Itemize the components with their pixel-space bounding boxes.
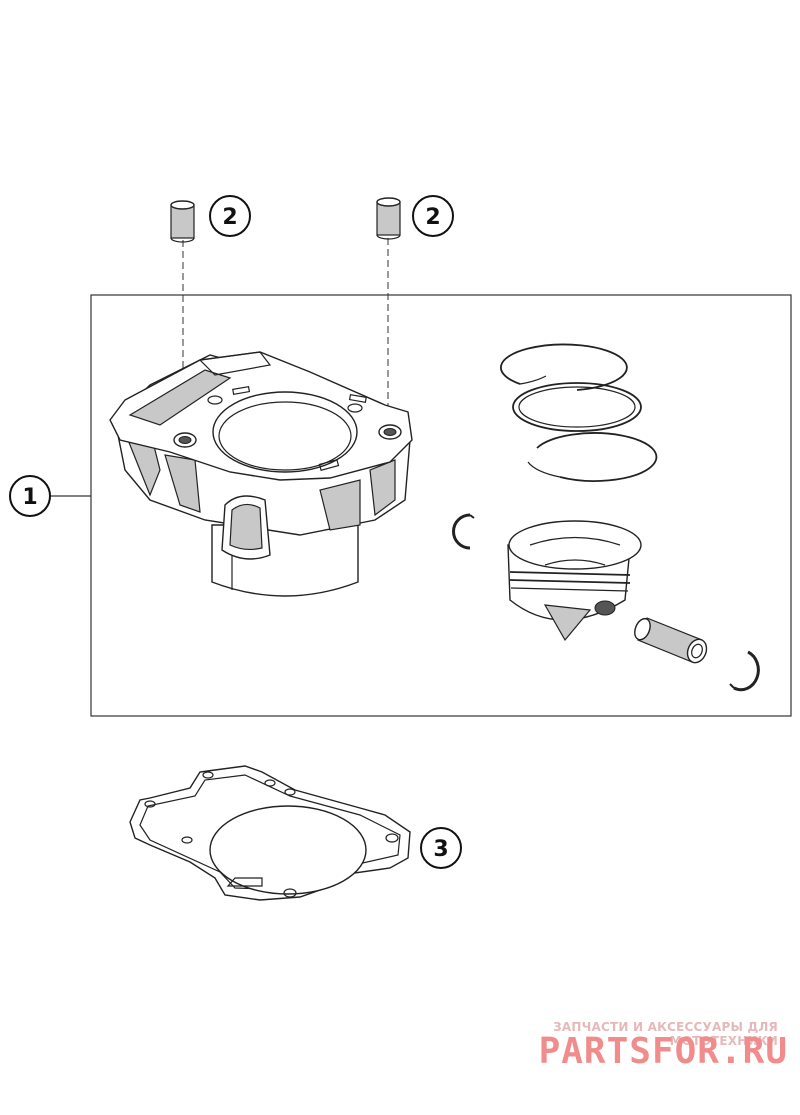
callout-1-label: 1 <box>22 485 37 510</box>
callout-3: 3 <box>420 827 462 869</box>
callout-1: 1 <box>9 475 51 517</box>
callout-2-left-label: 2 <box>222 205 237 230</box>
dowel-pin-right <box>376 197 401 240</box>
circlip-right <box>729 650 760 692</box>
piston-rings <box>500 343 658 482</box>
watermark-brand: PARTSFOR.RU <box>538 1031 788 1072</box>
piston <box>507 520 642 642</box>
piston-pin <box>634 617 708 664</box>
watermark-tagline: ЗАПЧАСТИ И АКСЕССУАРЫ ДЛЯ МОТОТЕХНИКИ <box>553 1020 778 1048</box>
callout-3-label: 3 <box>433 837 448 862</box>
callout-2-left: 2 <box>209 195 251 237</box>
callout-2-right-label: 2 <box>425 205 440 230</box>
assembly-frame <box>90 294 792 717</box>
callout-2-right: 2 <box>412 195 454 237</box>
cylinder-gasket <box>129 765 411 901</box>
dowel-pin-left <box>170 200 195 243</box>
cylinder <box>109 351 413 597</box>
circlip-left <box>452 513 475 550</box>
